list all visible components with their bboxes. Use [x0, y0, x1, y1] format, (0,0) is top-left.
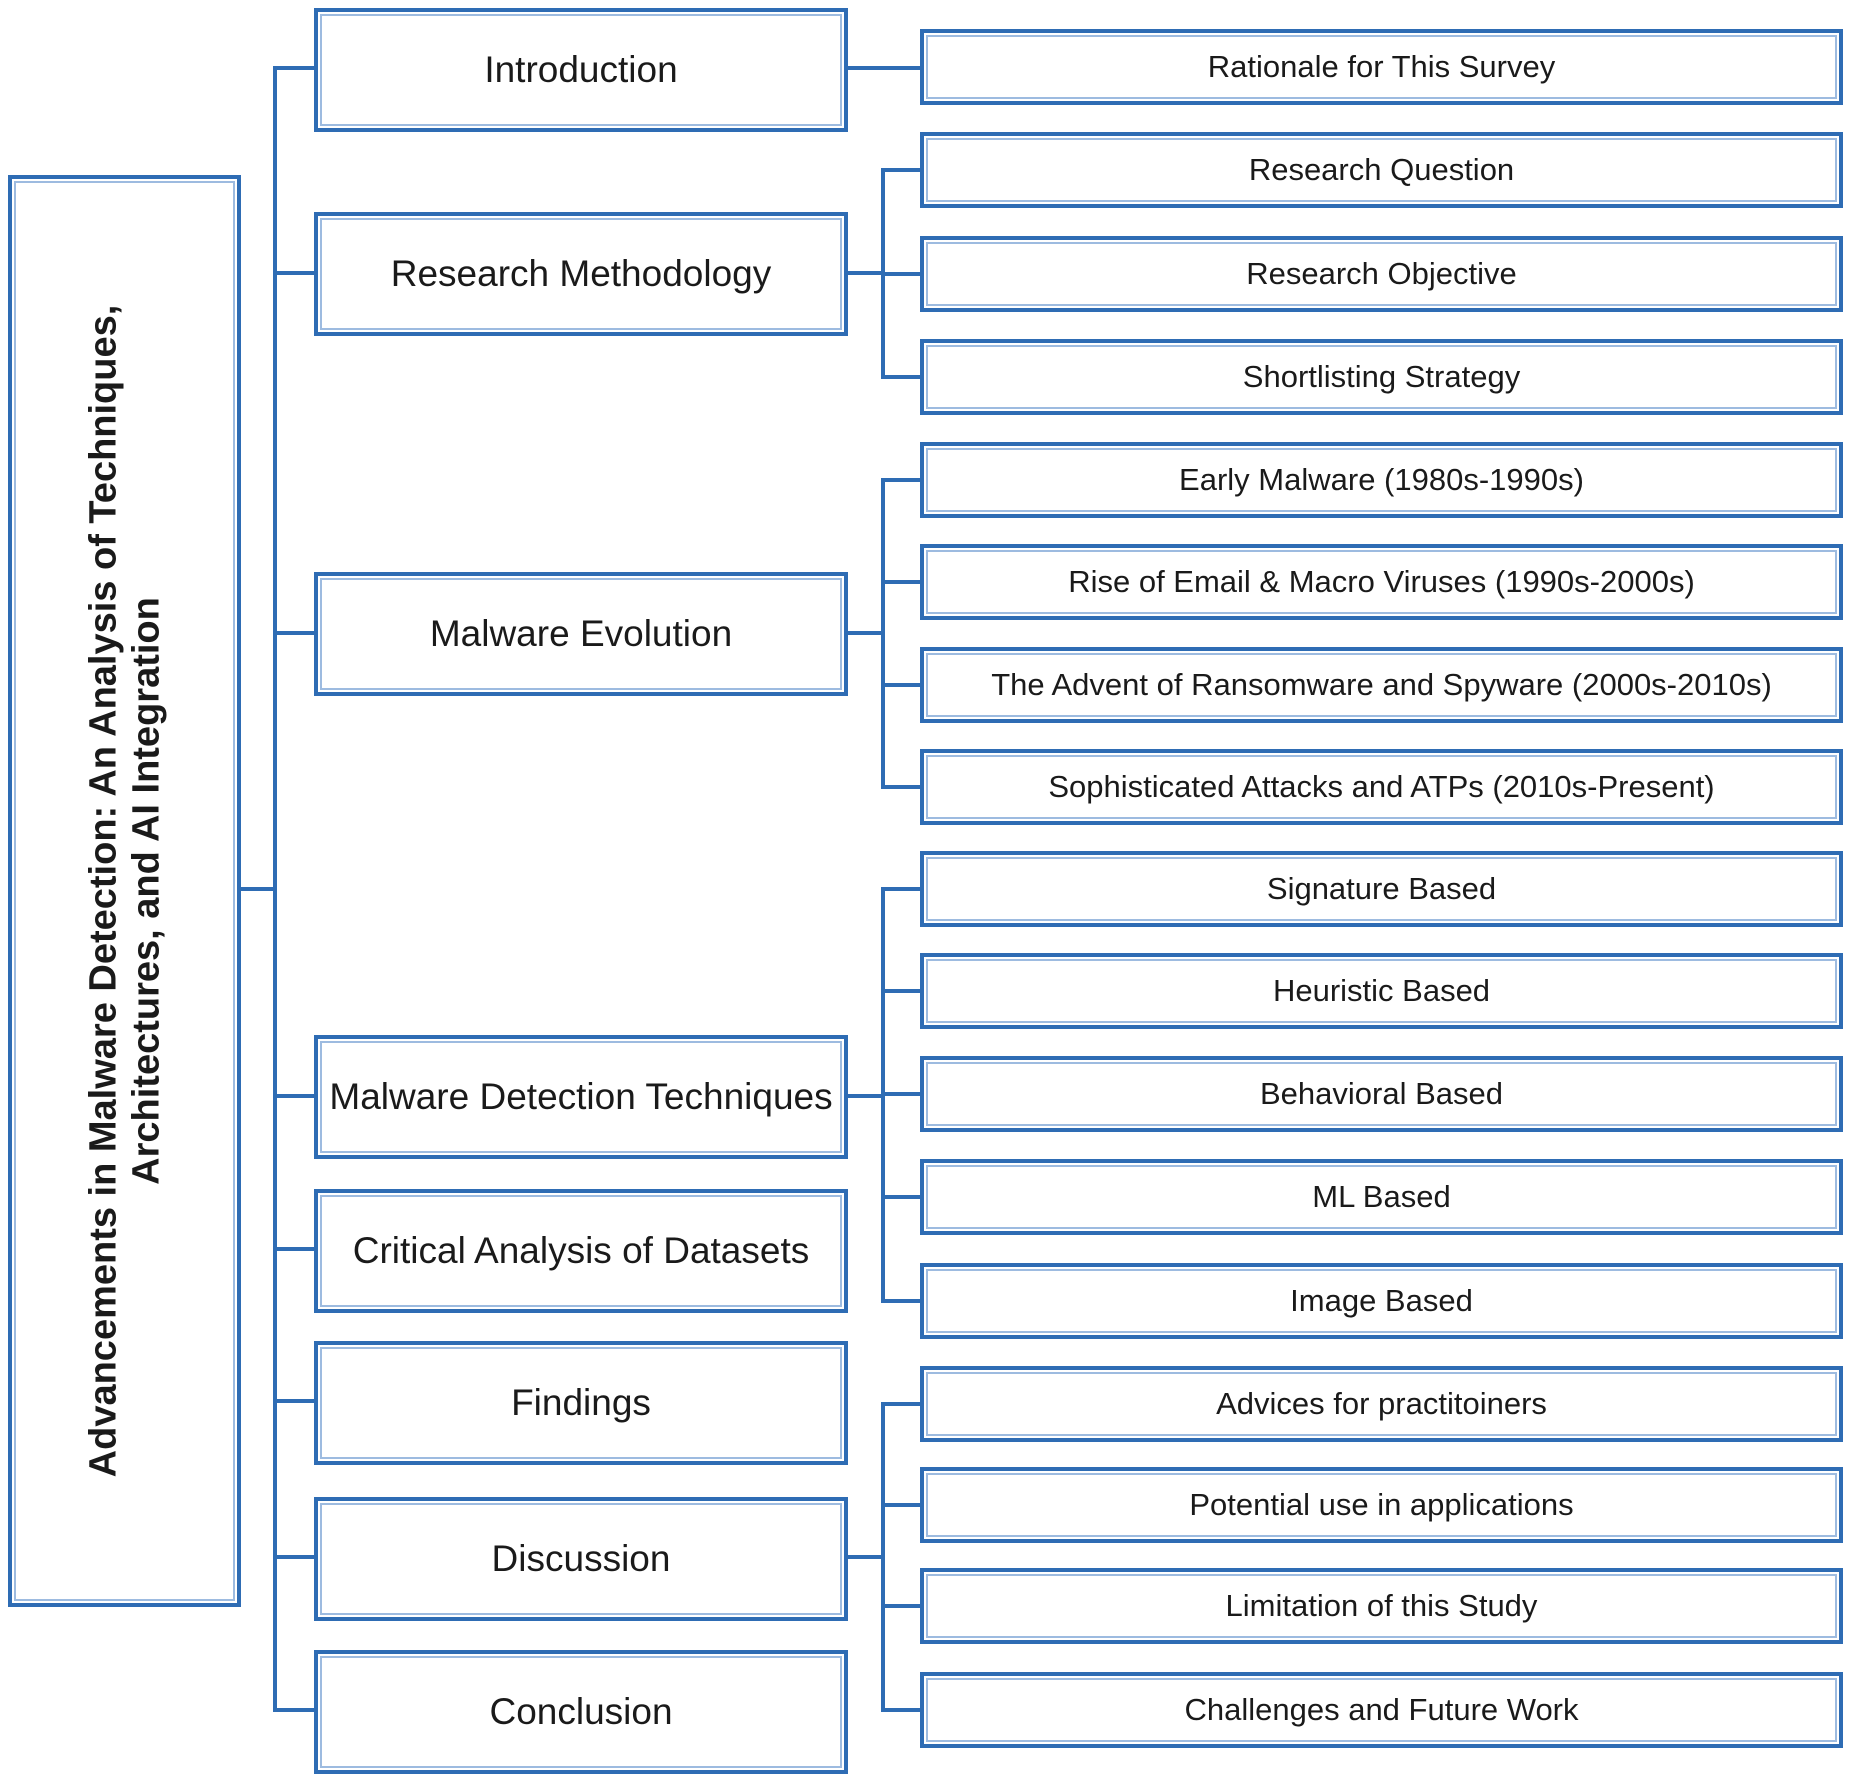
subtopic-sophisticated-attacks-atps: Sophisticated Attacks and ATPs (2010s-Pr… — [920, 749, 1843, 825]
section-research-methodology: Research Methodology — [314, 212, 848, 336]
subtopic-research-question: Research Question — [920, 132, 1843, 208]
section-conclusion: Conclusion — [314, 1650, 848, 1774]
subtopic-rationale-for-this-survey: Rationale for This Survey — [920, 29, 1843, 105]
subtopic-advices-for-practitioners: Advices for practitoiners — [920, 1366, 1843, 1442]
section-introduction: Introduction — [314, 8, 848, 132]
section-malware-detection-techniques: Malware Detection Techniques — [314, 1035, 848, 1159]
subtopic-potential-use-in-applications: Potential use in applications — [920, 1467, 1843, 1543]
subtopic-limitation-of-this-study: Limitation of this Study — [920, 1568, 1843, 1644]
section-malware-evolution: Malware Evolution — [314, 572, 848, 696]
subtopic-ml-based: ML Based — [920, 1159, 1843, 1235]
subtopic-rise-of-email-macro-viruses: Rise of Email & Macro Viruses (1990s-200… — [920, 544, 1843, 620]
section-discussion: Discussion — [314, 1497, 848, 1621]
subtopic-image-based: Image Based — [920, 1263, 1843, 1339]
subtopic-behavioral-based: Behavioral Based — [920, 1056, 1843, 1132]
section-critical-analysis-of-datasets: Critical Analysis of Datasets — [314, 1189, 848, 1313]
subtopic-advent-of-ransomware-spyware: The Advent of Ransomware and Spyware (20… — [920, 647, 1843, 723]
subtopic-heuristic-based: Heuristic Based — [920, 953, 1843, 1029]
subtopic-early-malware: Early Malware (1980s-1990s) — [920, 442, 1843, 518]
root-title: Advancements in Malware Detection: An An… — [81, 304, 167, 1478]
root-topic-box: Advancements in Malware Detection: An An… — [8, 175, 241, 1607]
subtopic-challenges-and-future-work: Challenges and Future Work — [920, 1672, 1843, 1748]
section-findings: Findings — [314, 1341, 848, 1465]
subtopic-signature-based: Signature Based — [920, 851, 1843, 927]
subtopic-research-objective: Research Objective — [920, 236, 1843, 312]
subtopic-shortlisting-strategy: Shortlisting Strategy — [920, 339, 1843, 415]
